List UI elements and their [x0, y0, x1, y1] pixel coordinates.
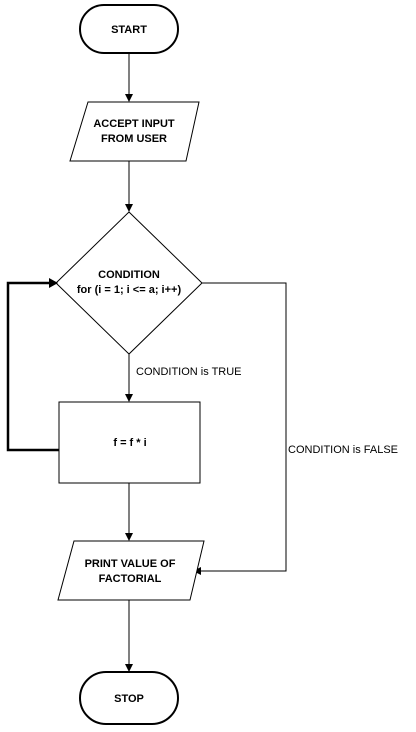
true-branch-label: CONDITION is TRUE: [136, 366, 242, 378]
edge-process-to-output: [125, 483, 133, 541]
output-node-line2: FACTORIAL: [99, 573, 162, 585]
output-node: PRINT VALUE OF FACTORIAL: [57, 540, 205, 601]
condition-node-line2: for (i = 1; i <= a; i++): [77, 284, 182, 296]
arrowhead: [125, 204, 133, 212]
edge-condition-false: CONDITION is FALSE: [193, 282, 398, 575]
edge-start-to-input: [125, 53, 133, 102]
false-branch-label: CONDITION is FALSE: [288, 444, 398, 456]
arrowhead: [125, 394, 133, 402]
arrowhead: [49, 278, 58, 288]
edge-input-to-condition: [125, 161, 133, 212]
input-node: ACCEPT INPUT FROM USER: [69, 101, 200, 162]
edge-condition-true: CONDITION is TRUE: [125, 354, 242, 402]
arrowhead: [125, 664, 133, 672]
start-node-label: START: [111, 24, 147, 36]
process-node: f = f * i: [58, 401, 201, 484]
start-node: START: [79, 4, 179, 54]
output-node-line1: PRINT VALUE OF: [85, 558, 176, 570]
edge-loop-back: [6, 278, 59, 452]
stop-node-label: STOP: [114, 693, 144, 705]
condition-node-line1: CONDITION: [98, 269, 160, 281]
arrowhead: [125, 94, 133, 102]
process-node-label: f = f * i: [113, 437, 146, 449]
arrowhead: [125, 533, 133, 541]
stop-node: STOP: [79, 671, 179, 725]
input-node-line2: FROM USER: [101, 133, 167, 145]
edge-output-to-stop: [125, 600, 133, 672]
condition-node: CONDITION for (i = 1; i <= a; i++): [55, 211, 203, 355]
input-node-line1: ACCEPT INPUT: [93, 118, 175, 130]
